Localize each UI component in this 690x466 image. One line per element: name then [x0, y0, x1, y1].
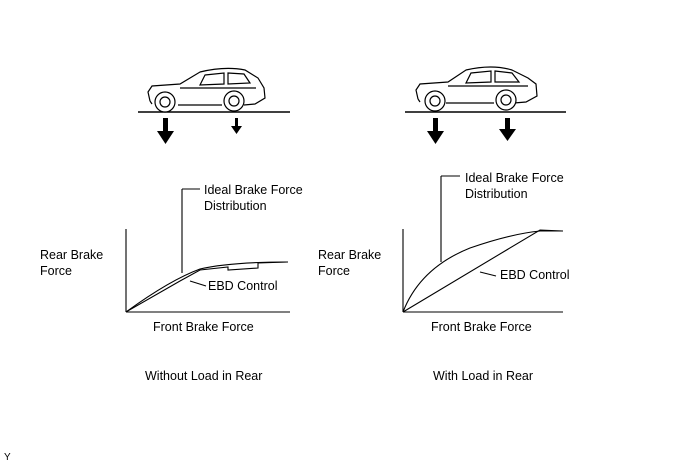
right-ebd-label: EBD Control — [500, 268, 570, 282]
ebd-leader — [189, 280, 207, 287]
left-ideal-label: Ideal Brake Force Distribution — [204, 183, 303, 213]
right-y-axis-label: Rear Brake Force — [318, 248, 382, 278]
left-x-axis-label: Front Brake Force — [153, 320, 254, 334]
corner-mark: Y — [4, 452, 11, 463]
right-x-axis-label: Front Brake Force — [431, 320, 532, 334]
ebd-curve — [125, 261, 289, 313]
front-load-arrow-icon — [427, 118, 444, 144]
left-caption: Without Load in Rear — [145, 369, 263, 383]
right-graph — [402, 175, 564, 313]
left-ebd-label: EBD Control — [208, 279, 278, 293]
ideal-curve — [402, 230, 563, 313]
rear-load-arrow-icon — [499, 118, 516, 141]
right-caption: With Load in Rear — [433, 369, 534, 383]
ebd-curve — [402, 229, 564, 313]
left-graph — [125, 188, 290, 313]
rear-load-arrow-icon — [231, 118, 242, 134]
left-y-axis-label: Rear Brake Force — [40, 248, 104, 278]
right-ideal-label: Ideal Brake Force Distribution — [465, 171, 564, 201]
ebd-leader — [479, 271, 497, 277]
ideal-curve — [125, 261, 289, 313]
car-unloaded-icon — [138, 67, 290, 113]
car-loaded-icon — [405, 66, 566, 113]
front-load-arrow-icon — [157, 118, 174, 144]
